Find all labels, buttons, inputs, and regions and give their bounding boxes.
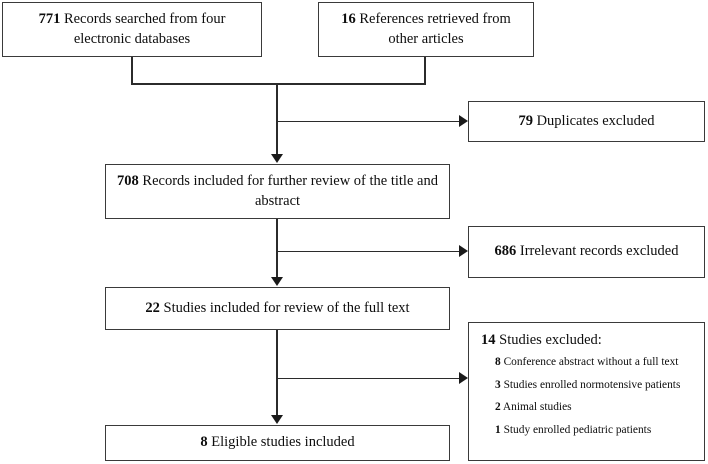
list-item: 1 Study enrolled pediatric patients bbox=[495, 421, 696, 440]
box-references-retrieved-label: References retrieved from other articles bbox=[359, 11, 511, 47]
reason-count: 3 bbox=[495, 378, 501, 391]
reason-count: 1 bbox=[495, 423, 501, 436]
box-references-retrieved: 16 References retrieved from other artic… bbox=[318, 2, 534, 57]
connector-branch-to-irrelevant bbox=[276, 250, 461, 253]
box-studies-excluded: 14 Studies excluded: 8 Conference abstra… bbox=[468, 322, 705, 461]
box-eligible-studies: 8 Eligible studies included bbox=[105, 425, 450, 461]
box-duplicates-excluded: 79 Duplicates excluded bbox=[468, 101, 705, 142]
box-records-included: 708 Records included for further review … bbox=[105, 164, 450, 219]
box-irrelevant-excluded-label: Irrelevant records excluded bbox=[519, 243, 679, 260]
box-eligible-studies-text: 8 Eligible studies included bbox=[112, 433, 443, 452]
arrowhead-into-studies-excluded bbox=[459, 372, 468, 384]
list-item: 3 Studies enrolled normotensive patients bbox=[495, 376, 696, 395]
connector-spine-to-studies-fulltext bbox=[276, 219, 278, 279]
box-studies-excluded-count: 14 bbox=[481, 332, 496, 348]
reason-label: Study enrolled pediatric patients bbox=[503, 423, 652, 436]
box-records-included-text: 708 Records included for further review … bbox=[112, 172, 443, 210]
box-records-searched-count: 771 bbox=[38, 11, 61, 28]
box-studies-fulltext-text: 22 Studies included for review of the fu… bbox=[112, 299, 443, 318]
reason-count: 8 bbox=[495, 356, 501, 369]
connector-vertical-from-records-searched bbox=[131, 57, 133, 85]
box-duplicates-excluded-text: 79 Duplicates excluded bbox=[475, 112, 698, 131]
connector-spine-to-records-included bbox=[276, 83, 278, 156]
reason-label: Animal studies bbox=[502, 401, 572, 414]
box-records-searched-label: Records searched from four electronic da… bbox=[63, 11, 226, 47]
studies-excluded-reason-list: 8 Conference abstract without a full tex… bbox=[479, 353, 696, 440]
reason-label: Studies enrolled normotensive patients bbox=[503, 378, 681, 391]
box-eligible-studies-count: 8 bbox=[200, 434, 208, 451]
connector-spine-to-eligible-studies bbox=[276, 330, 278, 417]
box-eligible-studies-label: Eligible studies included bbox=[211, 434, 355, 451]
list-item: 8 Conference abstract without a full tex… bbox=[495, 353, 696, 372]
connector-horizontal-merge-bar bbox=[131, 83, 426, 85]
box-records-searched: 771 Records searched from four electroni… bbox=[2, 2, 262, 57]
box-records-included-count: 708 bbox=[117, 173, 139, 190]
list-item: 2 Animal studies bbox=[495, 398, 696, 417]
box-references-retrieved-text: 16 References retrieved from other artic… bbox=[325, 10, 527, 48]
arrowhead-into-duplicates-excluded bbox=[459, 115, 468, 127]
box-duplicates-excluded-count: 79 bbox=[518, 112, 533, 129]
box-studies-fulltext-count: 22 bbox=[145, 299, 160, 316]
box-irrelevant-excluded-text: 686 Irrelevant records excluded bbox=[475, 242, 698, 261]
connector-branch-to-studies-excluded bbox=[276, 377, 461, 380]
box-duplicates-excluded-label: Duplicates excluded bbox=[536, 112, 655, 129]
box-studies-excluded-title: 14 Studies excluded: bbox=[481, 332, 696, 349]
reason-label: Conference abstract without a full text bbox=[503, 356, 679, 369]
arrowhead-into-irrelevant-excluded bbox=[459, 245, 468, 257]
box-studies-fulltext: 22 Studies included for review of the fu… bbox=[105, 287, 450, 330]
reason-count: 2 bbox=[495, 401, 501, 414]
arrowhead-into-records-included bbox=[271, 154, 283, 163]
box-irrelevant-excluded: 686 Irrelevant records excluded bbox=[468, 226, 705, 278]
box-records-searched-text: 771 Records searched from four electroni… bbox=[9, 10, 255, 48]
connector-vertical-from-references-retrieved bbox=[424, 57, 426, 85]
box-studies-fulltext-label: Studies included for review of the full … bbox=[163, 299, 410, 316]
connector-branch-to-duplicates bbox=[276, 120, 461, 123]
box-studies-excluded-label: Studies excluded: bbox=[499, 332, 602, 348]
box-references-retrieved-count: 16 bbox=[341, 11, 356, 28]
box-records-included-label: Records included for further review of t… bbox=[142, 173, 438, 209]
arrowhead-into-studies-fulltext bbox=[271, 277, 283, 286]
box-irrelevant-excluded-count: 686 bbox=[494, 243, 517, 260]
arrowhead-into-eligible-studies bbox=[271, 415, 283, 424]
